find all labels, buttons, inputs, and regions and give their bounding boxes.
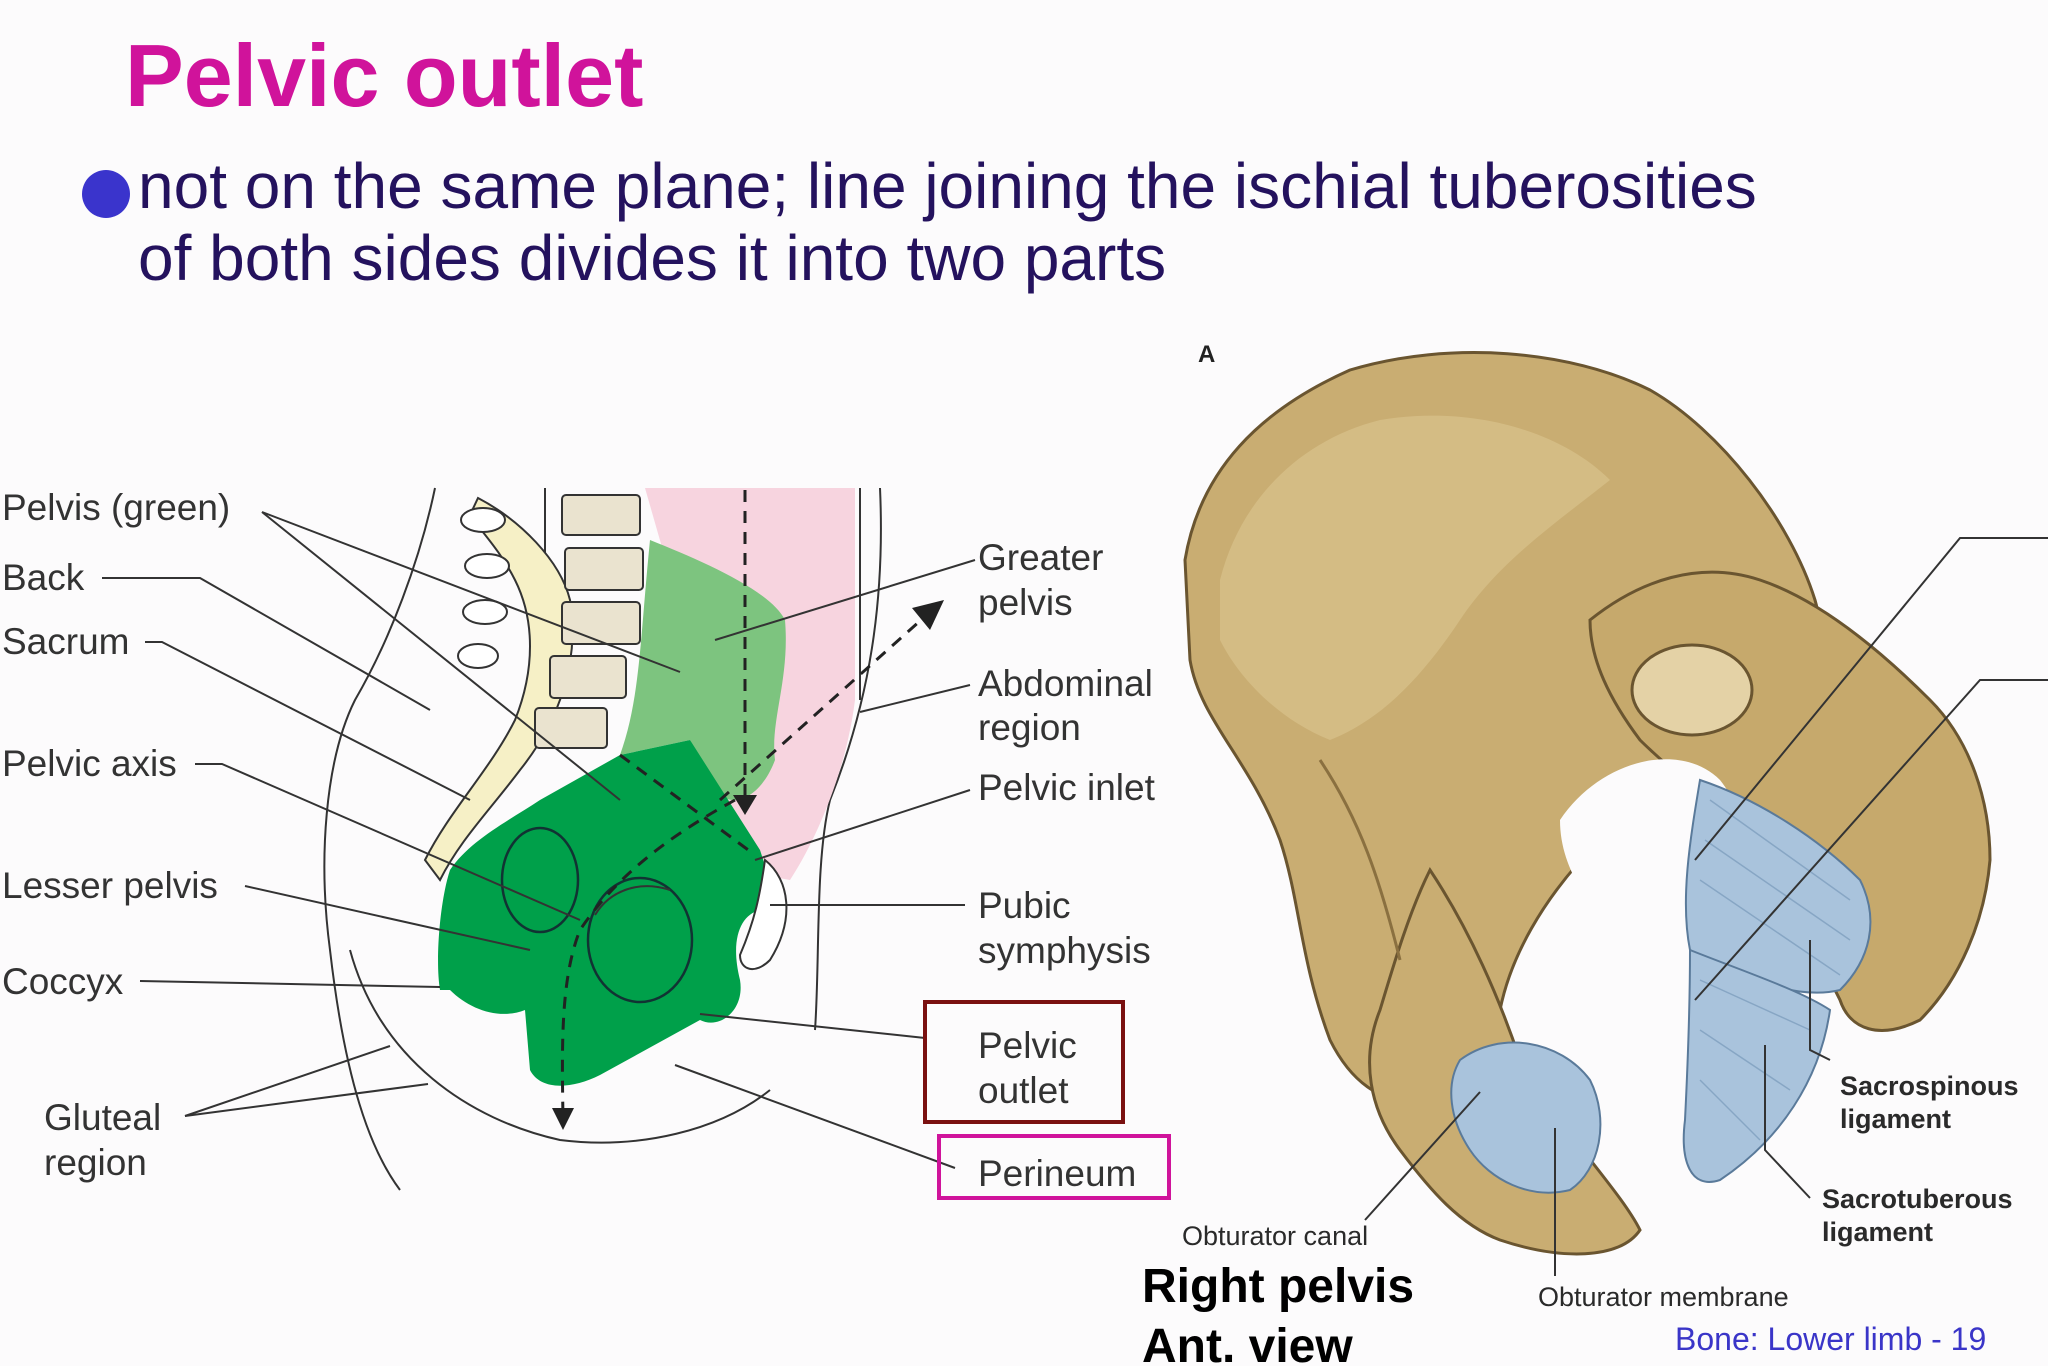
label-greater-1: Greater (978, 537, 1103, 578)
inlet-line-dashed (619, 753, 756, 857)
label-greater-2: pelvis (978, 582, 1073, 623)
sacral-promontory (1630, 643, 1754, 737)
label-sacrotuberous-1: Sacrotuberous (1822, 1184, 2013, 1214)
label-sacrum: Sacrum (2, 621, 129, 662)
pubic-bone (738, 858, 788, 970)
label-perineum: Perineum (978, 1153, 1136, 1194)
back-outline (323, 487, 436, 1191)
perineum-highlight-box (937, 1134, 1171, 1200)
sacrotuberous-ligament (1682, 948, 1832, 1183)
label-pelvic-axis: Pelvic axis (2, 743, 177, 784)
label-pelvis-green: Pelvis (green) (2, 487, 230, 528)
sacrospinous-ligament (1684, 778, 1872, 994)
label-pelvic-inlet: Pelvic inlet (978, 767, 1156, 808)
label-obturator-membrane: Obturator membrane (1538, 1282, 1789, 1312)
label-sacrotuberous-2: ligament (1822, 1217, 1933, 1247)
label-pubic-2: symphysis (978, 930, 1151, 971)
pelvic-outlet-highlight-box (923, 1000, 1125, 1124)
lesser-pelvis-fill (438, 740, 770, 1086)
slide-title: Pelvic outlet (125, 26, 644, 125)
inlet-axis-dashed (718, 610, 932, 802)
label-obturator-canal: Obturator canal (1182, 1221, 1368, 1251)
abdominal-outline (814, 487, 882, 1031)
bladder-loop (586, 876, 694, 1004)
figure-caption-2: Ant. view (1142, 1320, 1353, 1366)
label-abdominal-2: region (978, 707, 1081, 748)
spinous-processes (457, 507, 510, 669)
label-outlet-2: outlet (978, 1070, 1069, 1111)
rectum-loop (500, 826, 580, 934)
label-gluteal-2: region (44, 1142, 147, 1183)
label-sacrospinous-2: ligament (1840, 1104, 1951, 1134)
label-outlet-1: Pelvic (978, 1025, 1077, 1066)
right-pelvis-illustration: A Sacrospinous ligament Sacr (1142, 341, 2048, 1366)
label-pubic-1: Pubic (978, 885, 1071, 926)
label-abdominal-1: Abdominal (978, 663, 1153, 704)
slide-footer: Bone: Lower limb - 19 (1675, 1321, 1986, 1357)
bullet-text: not on the same plane; line joining the … (138, 150, 2018, 295)
sagittal-pelvis-diagram: Pelvis (green) Back Sacrum Pelvic axis L… (2, 487, 1171, 1200)
label-coccyx: Coccyx (2, 961, 124, 1002)
label-sacrospinous-1: Sacrospinous (1840, 1071, 2019, 1101)
bullet-line-1: not on the same plane; line joining the … (138, 150, 1757, 222)
obturator-membrane (1450, 1041, 1602, 1194)
bullet-line-2: of both sides divides it into two parts (138, 222, 1167, 295)
label-lesser-pelvis: Lesser pelvis (2, 865, 218, 906)
bullet-icon (82, 170, 130, 218)
vertebrae (534, 494, 644, 749)
label-back: Back (2, 557, 85, 598)
label-gluteal-1: Gluteal (44, 1097, 161, 1138)
panel-letter: A (1198, 341, 1215, 368)
gluteal-contour (349, 949, 771, 1144)
sacrum-band (423, 496, 574, 882)
figure-caption-1: Right pelvis (1142, 1260, 1414, 1313)
